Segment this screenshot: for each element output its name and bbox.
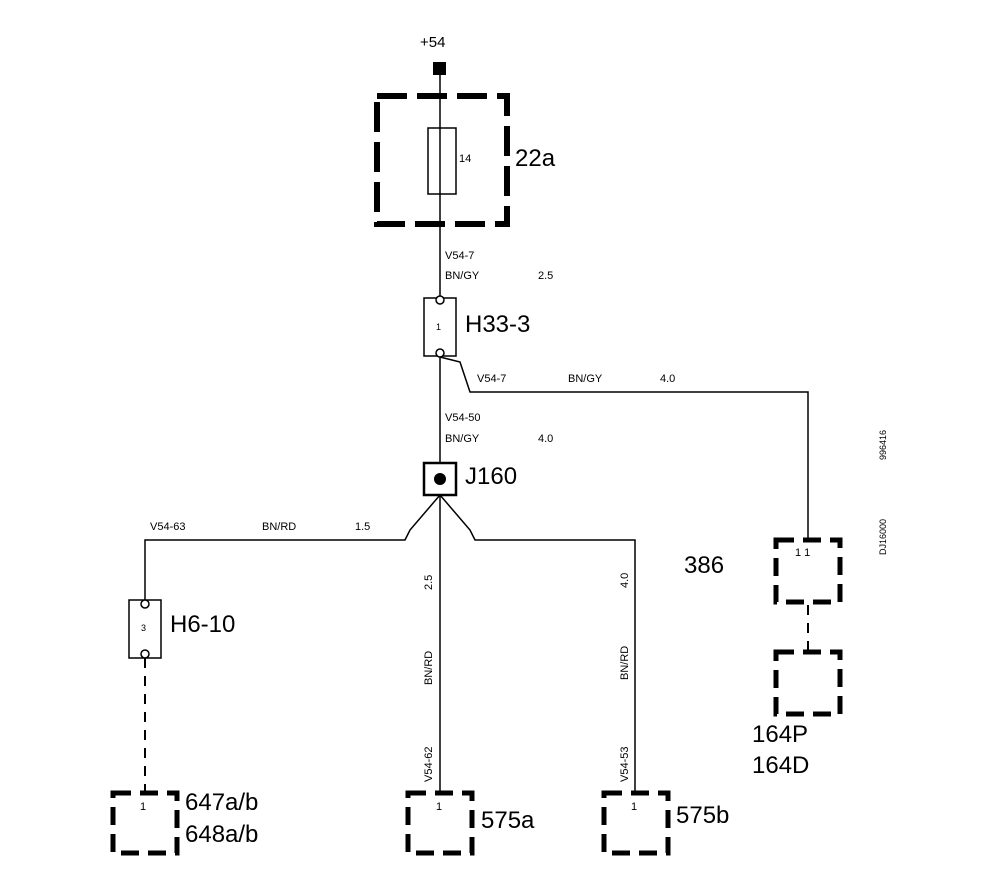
comp-575b-label: 575b [676,802,729,829]
wire-center-color: BN/RD [423,651,435,685]
comp-575a-box [405,790,475,856]
wire-top-color: BN/GY [445,270,480,282]
side-code-2: DJ16000 [878,519,888,555]
wire-mid-code: V54-50 [445,412,480,424]
wire-left-branch [144,494,441,600]
comp-647-label2: 648a/b [185,821,258,848]
comp-647-pin: 1 [140,801,146,813]
fuse-number: 14 [459,153,471,165]
h33-pin-top [435,295,445,305]
comp-386-label: 386 [684,552,724,579]
h6-pin-top [140,599,150,609]
wire-c2-size: 4.0 [619,573,631,588]
comp-164-label2: 164D [752,752,809,779]
h33-pin-bottom [435,348,445,358]
wire-left-size: 1.5 [355,521,370,533]
comp-575b-box [601,790,671,856]
wire-c2-branch [439,494,636,793]
wire-right-color: BN/GY [568,373,603,385]
wire-left-color: BN/RD [262,521,296,533]
comp-164-box [773,649,843,717]
splice-label: J160 [465,463,517,490]
wire-center-size: 2.5 [423,575,435,590]
connector-h33-3 [423,297,457,357]
fuse-14 [427,127,457,195]
fusebox-label: 22a [515,145,556,172]
h6-label: H6-10 [170,611,235,638]
comp-575a-pin: 1 [436,801,442,813]
comp-164-label1: 164P [752,721,808,748]
wire-mid-color: BN/GY [445,433,480,445]
splice-dot [434,473,446,485]
h6-pin-bottom [140,649,150,659]
h6-pin-number: 3 [141,623,146,633]
wire-left-code: V54-63 [150,521,185,533]
wire-c2-code: V54-53 [619,747,631,782]
supply-terminal [433,62,446,75]
fusebox-22a [374,93,510,227]
wire-right-branch [439,356,809,540]
wire-right-code: V54-7 [477,373,506,385]
wire-right-size: 4.0 [660,373,675,385]
comp-647-label1: 647a/b [185,789,258,816]
comp-647-box [110,790,180,856]
comp-575b-pin: 1 [631,801,637,813]
wire-mid-size: 4.0 [538,433,553,445]
wire-top-size: 2.5 [538,270,553,282]
supply-label: +54 [420,34,445,51]
wire-center-code: V54-62 [423,747,435,782]
side-code-1: 996416 [878,430,888,460]
wire-c2-color: BN/RD [619,646,631,680]
comp-575a-label: 575a [481,807,535,834]
comp-386-box [773,537,843,605]
h33-pin-number: 1 [436,322,441,332]
wire-top-code: V54-7 [445,250,474,262]
h33-label: H33-3 [465,311,530,338]
comp-386-pins: 1 1 [795,547,810,559]
